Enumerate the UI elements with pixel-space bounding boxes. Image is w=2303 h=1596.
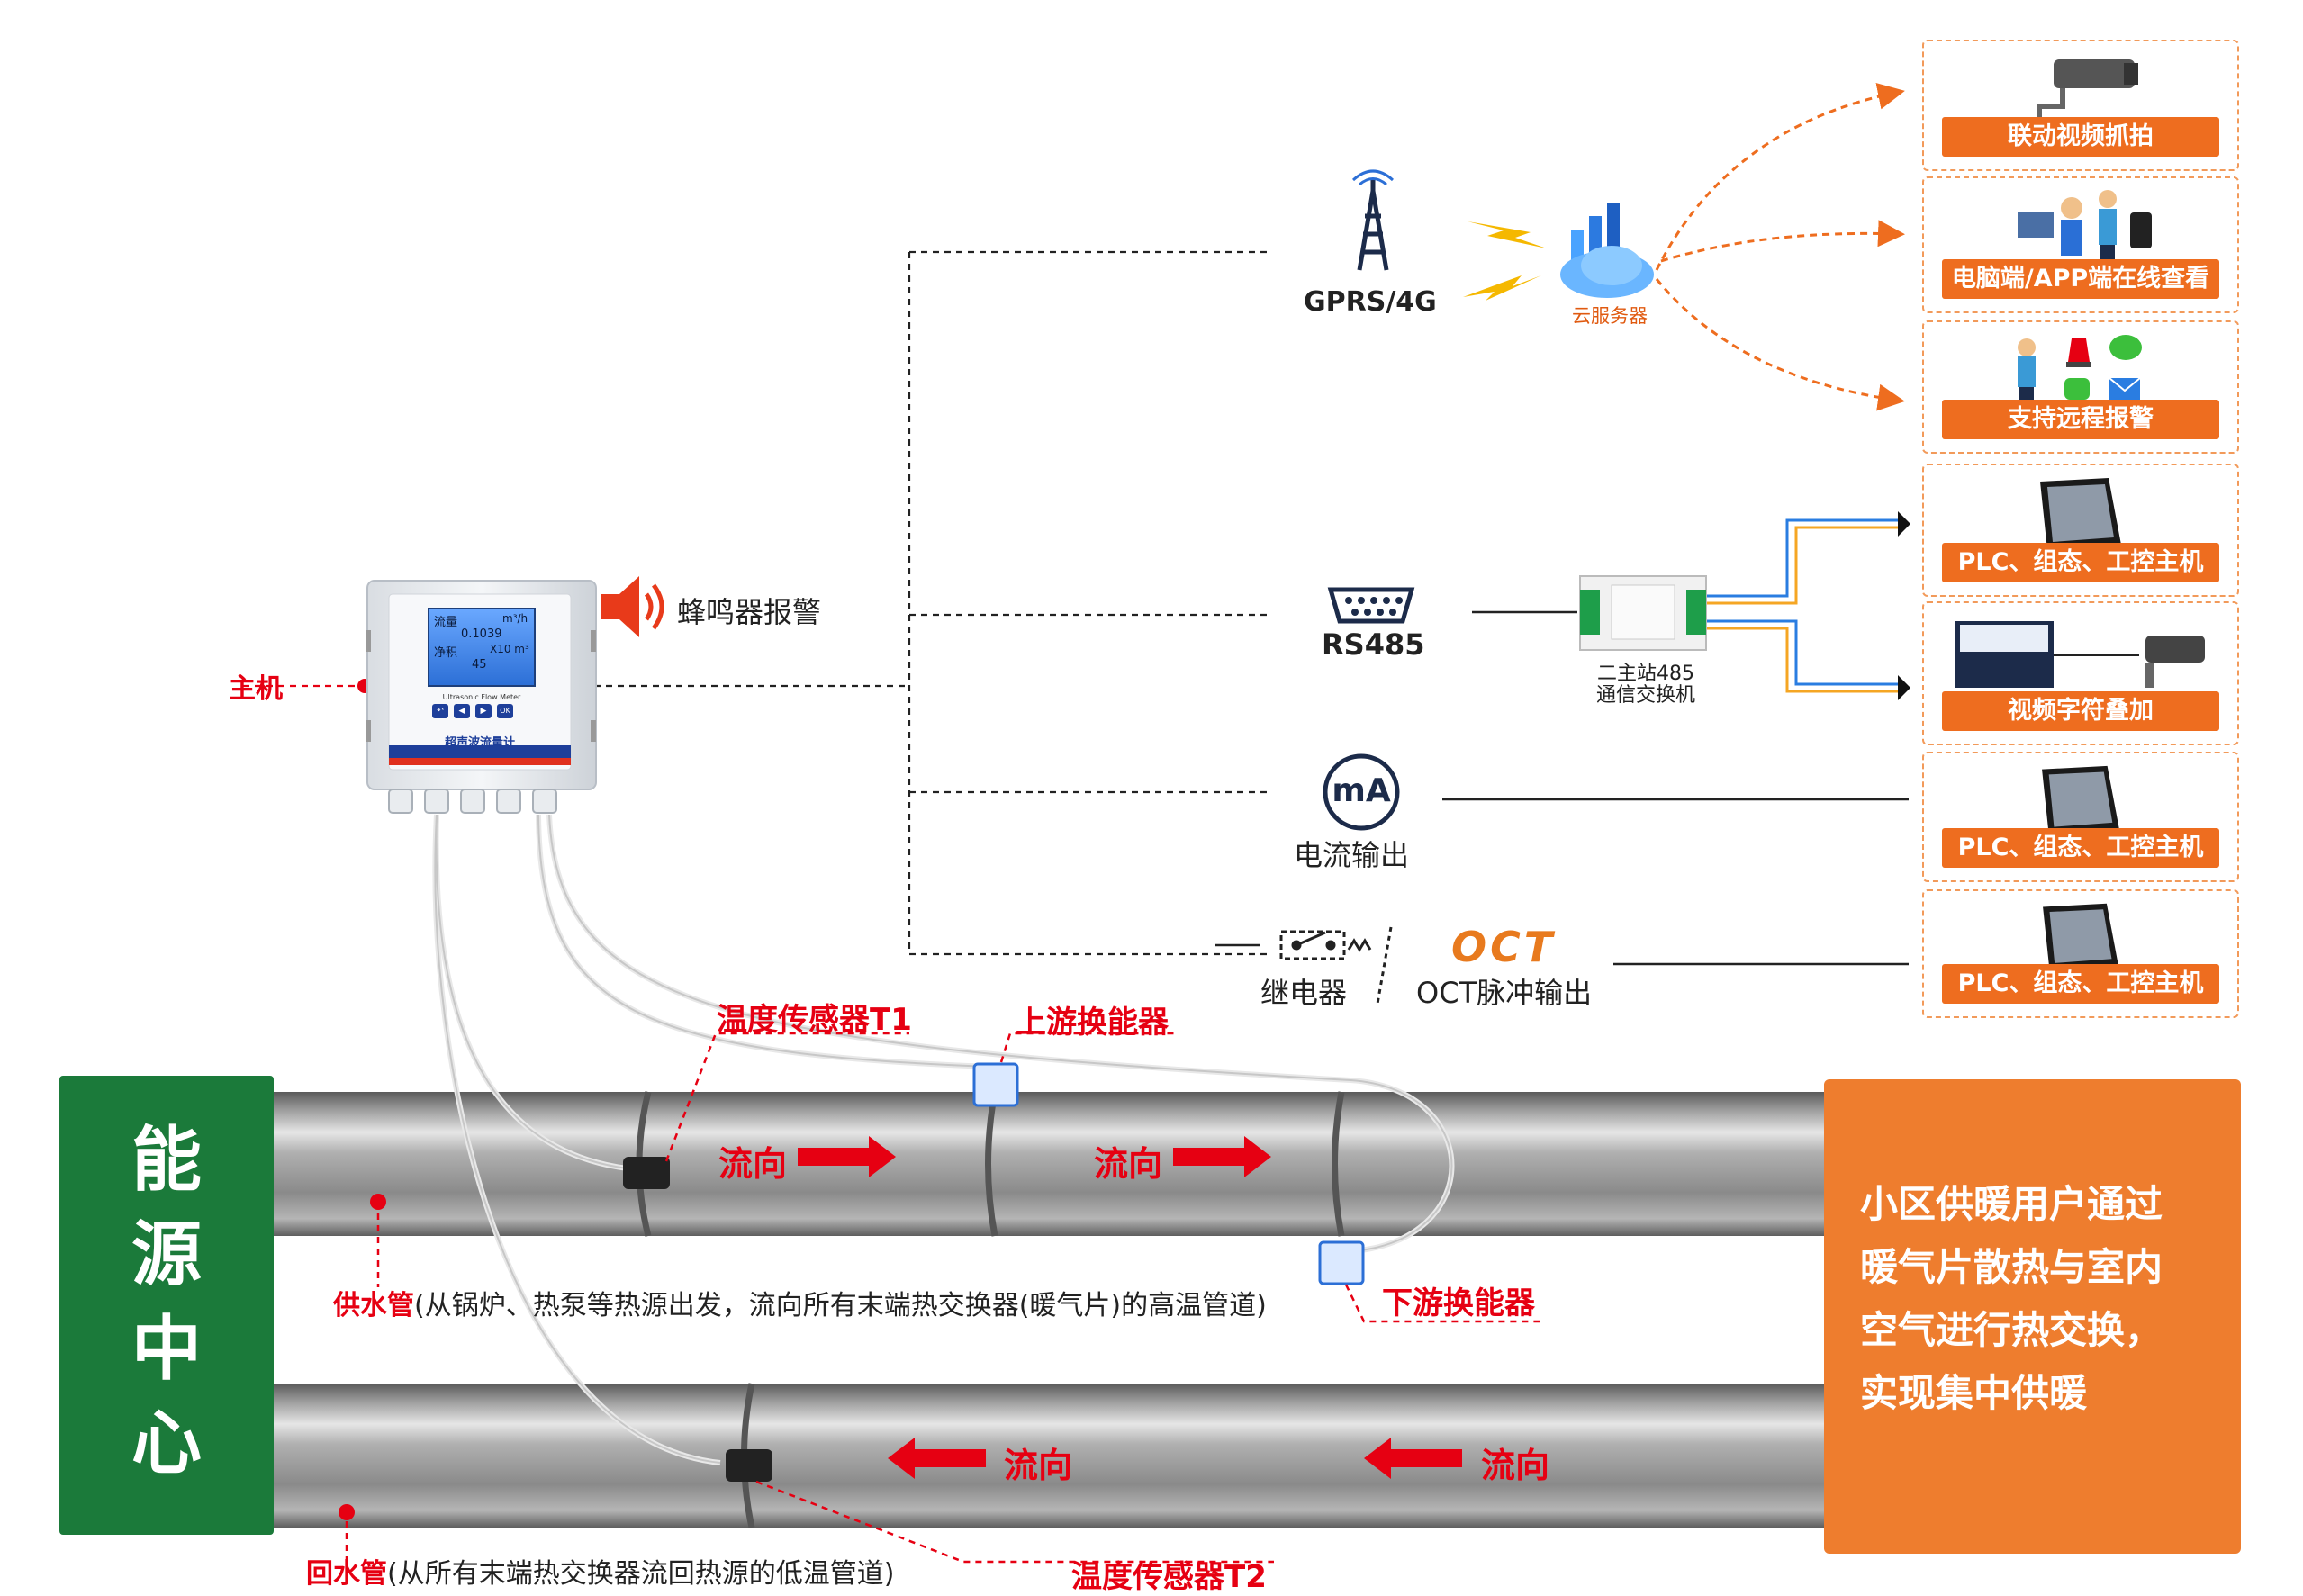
relay-icon bbox=[1279, 926, 1393, 1005]
user-side-box: 小区供暖用户通过 暖气片散热与室内 空气进行热交换， 实现集中供暖 bbox=[1824, 1079, 2241, 1554]
flow-arrows bbox=[798, 1136, 1462, 1479]
screen-line2-unit: X10 m³ bbox=[490, 643, 529, 655]
return-pipe-dot bbox=[339, 1504, 355, 1520]
user-side-line: 小区供暖用户通过 bbox=[1860, 1182, 2163, 1226]
current-output-label: 电流输出 bbox=[1294, 838, 1410, 872]
arrow-head bbox=[1898, 675, 1910, 700]
supply-pipe-graphic bbox=[270, 1092, 1837, 1236]
screen-line1-label: 流量 bbox=[434, 616, 458, 629]
switch-wires bbox=[1706, 518, 1898, 693]
output-card-label: 电脑端/APP端在线查看 bbox=[1942, 259, 2219, 299]
output-card-label: PLC、组态、工控主机 bbox=[1942, 543, 2219, 582]
cloud-server-icon bbox=[1560, 203, 1654, 298]
model-cn: 超声波流量计 bbox=[444, 736, 515, 750]
screen-line1-unit: m³/h bbox=[502, 612, 528, 625]
supply-pipe-dot bbox=[370, 1194, 386, 1210]
rs485-label: RS485 bbox=[1322, 627, 1425, 662]
rs485-switch-module bbox=[1579, 575, 1707, 651]
flow-label: 流向 bbox=[1004, 1446, 1073, 1485]
user-side-line: 暖气片散热与室内 bbox=[1860, 1245, 2163, 1289]
cloud-arrows bbox=[1655, 83, 1905, 411]
tower-icon bbox=[1351, 169, 1395, 271]
output-card-online-view[interactable]: 电脑端/APP端在线查看 bbox=[1922, 176, 2239, 313]
cloud-label: 云服务器 bbox=[1572, 305, 1648, 327]
output-card-plc-1[interactable]: PLC、组态、工控主机 bbox=[1922, 464, 2239, 597]
meter-ok-button[interactable]: OK bbox=[497, 704, 513, 718]
meter-left-button[interactable]: ◀ bbox=[454, 704, 470, 718]
output-card-plc-3[interactable]: PLC、组态、工控主机 bbox=[1922, 889, 2239, 1018]
supply-pipe-title: 供水管 bbox=[333, 1290, 414, 1321]
ma-symbol: mA bbox=[1332, 772, 1391, 809]
meter-back-button[interactable]: ↶ bbox=[432, 704, 448, 718]
connector-lines bbox=[243, 250, 1271, 956]
buzzer-label: 蜂鸣器报警 bbox=[677, 595, 822, 629]
flow-label: 流向 bbox=[1481, 1446, 1550, 1485]
flow-label: 流向 bbox=[718, 1144, 788, 1184]
return-pipe-graphic bbox=[270, 1384, 1837, 1528]
downstream-transducer-label: 下游换能器 bbox=[1382, 1285, 1535, 1321]
video-overlay-icon bbox=[1955, 621, 2205, 688]
user-side-line: 空气进行热交换， bbox=[1860, 1308, 2163, 1352]
return-pipe-desc: (从所有末端热交换器流回热源的低温管道) bbox=[387, 1558, 895, 1590]
return-pipe-description: 回水管(从所有末端热交换器流回热源的低温管道) bbox=[306, 1551, 894, 1591]
energy-center-char: 源 bbox=[131, 1214, 202, 1295]
flow-label: 流向 bbox=[1094, 1144, 1163, 1184]
meter-right-button[interactable]: ▶ bbox=[475, 704, 492, 718]
monitor-icon bbox=[2040, 478, 2121, 550]
output-card-label: PLC、组态、工控主机 bbox=[1942, 964, 2219, 1004]
screen-line2-label: 净积 bbox=[434, 646, 458, 660]
switch-label-line1: 二主站485 bbox=[1597, 663, 1694, 685]
switch-label-line2: 通信交换机 bbox=[1595, 684, 1695, 707]
energy-center-char: 中 bbox=[131, 1309, 202, 1390]
signal-bolt-icon bbox=[1463, 221, 1547, 301]
energy-center-char: 能 bbox=[131, 1120, 202, 1201]
energy-center-box: 能 源 中 心 bbox=[59, 1076, 274, 1535]
output-card-plc-2[interactable]: PLC、组态、工控主机 bbox=[1922, 752, 2239, 882]
screen-line2-value: 45 bbox=[472, 658, 487, 672]
buzzer-icon bbox=[601, 576, 664, 637]
output-lines bbox=[1215, 610, 1909, 966]
sensor-t2-label: 温度传感器T2 bbox=[1071, 1559, 1267, 1595]
monitor-icon bbox=[2043, 903, 2118, 971]
leader-lines bbox=[345, 1032, 1540, 1566]
return-pipe-title: 回水管 bbox=[306, 1558, 387, 1590]
screen-line1-value: 0.1039 bbox=[461, 627, 502, 641]
current-output-icon bbox=[1323, 753, 1400, 831]
output-card-video-overlay[interactable]: 视频字符叠加 bbox=[1922, 601, 2239, 745]
output-card-camera[interactable]: 联动视频抓拍 bbox=[1922, 40, 2239, 171]
host-label: 主机 bbox=[229, 673, 283, 705]
user-side-line: 实现集中供暖 bbox=[1860, 1371, 2088, 1415]
output-card-label: 联动视频抓拍 bbox=[1942, 117, 2219, 157]
people-app-icon bbox=[2018, 190, 2152, 270]
energy-center-char: 心 bbox=[131, 1403, 202, 1484]
meter-keypad: ↶ ◀ ▶ OK bbox=[432, 704, 513, 718]
model-en: Ultrasonic Flow Meter bbox=[442, 693, 521, 701]
oct-logo: OCT bbox=[1451, 923, 1557, 971]
upstream-transducer-label: 上游换能器 bbox=[1016, 1005, 1169, 1041]
monitor-icon bbox=[2042, 765, 2119, 835]
sensor-t1-label: 温度传感器T1 bbox=[717, 1002, 912, 1038]
temperature-sensor-heads bbox=[623, 1157, 772, 1482]
output-card-label: PLC、组态、工控主机 bbox=[1942, 828, 2219, 868]
arrow-head bbox=[1898, 511, 1910, 537]
supply-pipe-description: 供水管(从锅炉、热泵等热源出发，流向所有末端热交换器(暖气片)的高温管道) bbox=[333, 1283, 1267, 1322]
relay-label: 继电器 bbox=[1260, 976, 1348, 1010]
output-card-label: 视频字符叠加 bbox=[1942, 691, 2219, 731]
gprs-label: GPRS/4G bbox=[1304, 286, 1437, 318]
oct-label: OCT脉冲输出 bbox=[1416, 976, 1593, 1010]
alarm-message-icon bbox=[2018, 335, 2142, 409]
host-meter-graphic bbox=[366, 580, 597, 814]
supply-pipe-desc: (从锅炉、热泵等热源出发，流向所有末端热交换器(暖气片)的高温管道) bbox=[414, 1290, 1267, 1321]
db9-connector-icon bbox=[1327, 587, 1415, 624]
output-card-remote-alarm[interactable]: 支持远程报警 bbox=[1922, 320, 2239, 454]
output-card-label: 支持远程报警 bbox=[1942, 400, 2219, 439]
transducers bbox=[972, 1062, 1365, 1285]
